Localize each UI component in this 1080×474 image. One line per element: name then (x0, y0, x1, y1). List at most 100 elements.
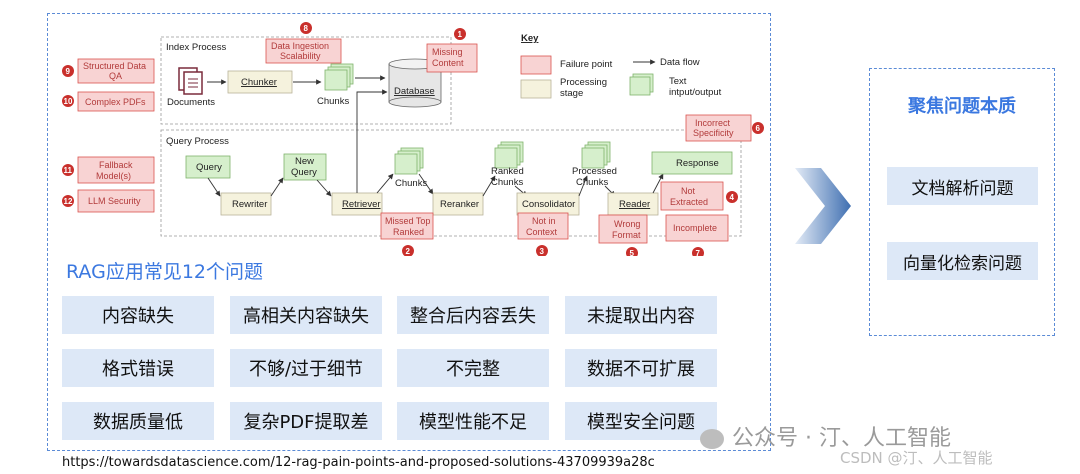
failure-num-6: 6 (756, 124, 761, 133)
failure-badge-8 (300, 22, 312, 34)
failure-box-8 (265, 38, 342, 64)
failure-box-12 (77, 189, 155, 213)
failure-box-10 (77, 91, 155, 112)
failure-num-5: 5 (630, 249, 635, 256)
rag-problems-title: RAG应用常见12个问题 (66, 261, 263, 283)
left-panel (47, 13, 771, 451)
wechat-watermark-text: 公众号 · 汀、人工智能 (732, 426, 951, 451)
failure-badge-12 (62, 195, 74, 207)
index-process-box (160, 36, 452, 125)
failure-badge-7 (692, 247, 704, 256)
key-text-io-icon (629, 73, 654, 96)
right-panel (869, 68, 1055, 336)
failure-num-10: 10 (64, 97, 73, 106)
query-label: Query (196, 162, 222, 173)
problem-cell: 数据不可扩展 (565, 349, 717, 387)
failure-badge-3 (536, 245, 548, 256)
failure-label-10: Complex PDFs (85, 97, 146, 107)
failure-box-3 (517, 212, 569, 240)
failure-box-9 (77, 58, 155, 84)
chunks-label: Chunks (317, 96, 349, 107)
failure-box-7 (665, 214, 729, 242)
response-node (651, 151, 733, 175)
documents-label: Documents (167, 97, 215, 108)
failure-num-9: 9 (66, 67, 71, 76)
retriever-label: Retriever (342, 199, 381, 210)
index-process-label: Index Process (166, 42, 226, 53)
wechat-watermark: 公众号 · 汀、人工智能 (700, 420, 951, 452)
problem-cell: 高相关内容缺失 (230, 296, 382, 334)
failure-box-5 (598, 214, 648, 244)
key-title: Key (521, 33, 539, 44)
problem-cell: 复杂PDF提取差 (230, 402, 382, 440)
response-label: Response (676, 158, 719, 169)
new-query-node (283, 153, 327, 181)
processed-chunks-icon (581, 141, 611, 169)
focus-title: 聚焦问题本质 (908, 96, 1016, 117)
database-label: Database (394, 86, 435, 97)
rewriter-label: Rewriter (232, 199, 267, 210)
key-failure-swatch (520, 55, 552, 75)
problem-cell: 模型性能不足 (397, 402, 549, 440)
problem-cell: 整合后内容丢失 (397, 296, 549, 334)
failure-num-1: 1 (458, 30, 463, 39)
failure-box-1 (426, 43, 478, 73)
failure-box-11 (77, 156, 155, 184)
key-failure-label: Failure point (560, 59, 613, 70)
chunks-stack-icon-2 (394, 147, 424, 175)
focus-item: 文档解析问题 (887, 167, 1038, 205)
problem-cell: 模型安全问题 (565, 402, 717, 440)
problem-cell: 不完整 (397, 349, 549, 387)
wechat-icon (700, 429, 724, 449)
reader-label: Reader (619, 199, 650, 210)
failure-badge-2 (402, 245, 414, 256)
failure-box-2 (380, 212, 434, 240)
problem-cell: 数据质量低 (62, 402, 214, 440)
chevron-right-arrow-icon (795, 168, 851, 244)
problem-cell: 不够/过于细节 (230, 349, 382, 387)
query-process-label: Query Process (166, 136, 229, 147)
rewriter-stage (220, 192, 272, 216)
failure-num-2: 2 (406, 247, 411, 256)
failure-num-11: 11 (64, 166, 73, 175)
failure-badge-11 (62, 164, 74, 176)
query-process-box (160, 129, 742, 237)
failure-label-12: LLM Security (88, 196, 141, 206)
chunks-stack-icon (324, 63, 354, 91)
failure-box-4 (660, 181, 724, 211)
failure-num-4: 4 (730, 193, 735, 202)
failure-badge-5 (626, 247, 638, 256)
failure-num-12: 12 (64, 197, 73, 206)
key-stage-swatch (520, 79, 552, 99)
chunker-stage (227, 70, 293, 94)
ranked-chunks-icon (494, 141, 524, 169)
reranker-stage (432, 192, 484, 216)
failure-num-8: 8 (304, 24, 309, 33)
focus-item: 向量化检索问题 (887, 242, 1038, 280)
rag-pipeline-diagram: .t{font-family:"Liberation Sans","DejaVu… (62, 22, 764, 256)
problem-cell: 内容缺失 (62, 296, 214, 334)
source-url[interactable]: https://towardsdatascience.com/12-rag-pa… (62, 455, 655, 470)
reranker-label: Reranker (440, 199, 479, 210)
problem-cell: 未提取出内容 (565, 296, 717, 334)
failure-box-6 (685, 114, 752, 142)
failure-num-7: 7 (696, 249, 701, 256)
key-data-flow-label: Data flow (660, 57, 700, 68)
failure-badge-1 (454, 28, 466, 40)
chunks2-label: Chunks (395, 178, 427, 189)
failure-num-3: 3 (540, 247, 545, 256)
chunker-label: Chunker (241, 77, 277, 88)
failure-badge-9 (62, 65, 74, 77)
